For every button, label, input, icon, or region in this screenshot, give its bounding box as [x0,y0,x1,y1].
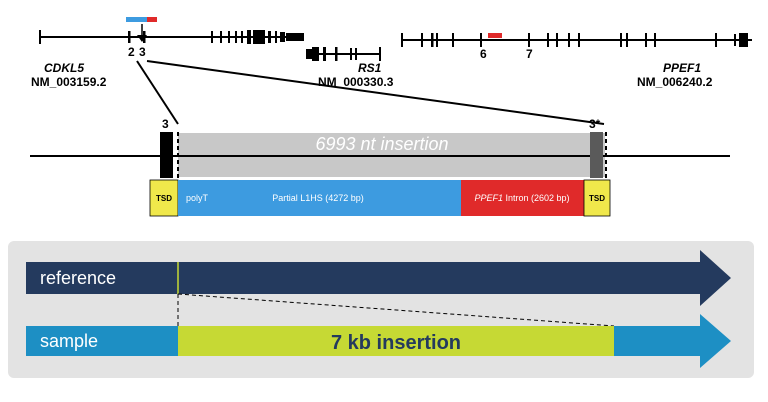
ppef1-intron-label: PPEF1 Intron (2602 bp) [474,193,569,203]
ppef1-intron-gene: PPEF1 [474,193,503,203]
gene-name-ppef1: PPEF1 [663,61,701,75]
arrow-head-icon [137,35,147,42]
exon-label-6: 6 [480,47,487,61]
exon-label-3: 3 [139,45,146,59]
insertion-size-text: 7 kb insertion [331,332,461,354]
exon-3-star-block [590,132,603,178]
dashed-connector-right [177,293,615,327]
l1hs-label: Partial L1HS (4272 bp) [272,193,364,203]
accession-rs1: NM_000330.3 [318,75,394,89]
reference-arrow [26,250,731,306]
exon-label-2: 2 [128,45,135,59]
l1hs-segment [178,180,461,216]
tsd-left-label: TSD [156,194,172,203]
ppef1-intron-segment [461,180,584,216]
polyt-label: polyT [186,193,209,203]
reference-label: reference [40,268,116,288]
tsd-right-label: TSD [589,194,605,203]
zoom-line-left [136,60,179,125]
ppef1-intron-size: Intron (2602 bp) [503,193,570,203]
insertion-zoom: 3 3* 6993 nt insertion TSD polyT Partial… [30,117,730,217]
exon-3-block [160,132,173,178]
sample-label: sample [40,331,98,351]
gene-name-rs1: RS1 [358,61,382,75]
insertion-size-label: 6993 nt insertion [315,134,448,154]
rs1-gene-track: RS1 NM_000330.3 [306,47,394,89]
gene-name-cdkl5: CDKL5 [44,61,84,75]
accession-cdkl5: NM_003159.2 [31,75,107,89]
exon-3-star-label: 3* [589,117,601,131]
l1-marker-red [147,17,157,22]
ppef1-intron-marker [488,33,502,38]
cdkl5-gene-track: 2 3 CDKL5 NM_003159.2 [31,17,304,89]
accession-ppef1: NM_006240.2 [637,75,713,89]
exon-3-label: 3 [162,117,169,131]
ppef1-gene-track: 6 7 PPEF1 NM_006240.2 [401,33,752,89]
tsd-right [583,179,611,217]
exon-label-7: 7 [526,47,533,61]
comparison-panel: reference sample 7 kb insertion [8,241,754,378]
panel-background [8,241,754,378]
zoom-line-right [146,60,605,125]
l1-marker-blue [126,17,147,22]
insertion-segment [178,326,614,356]
